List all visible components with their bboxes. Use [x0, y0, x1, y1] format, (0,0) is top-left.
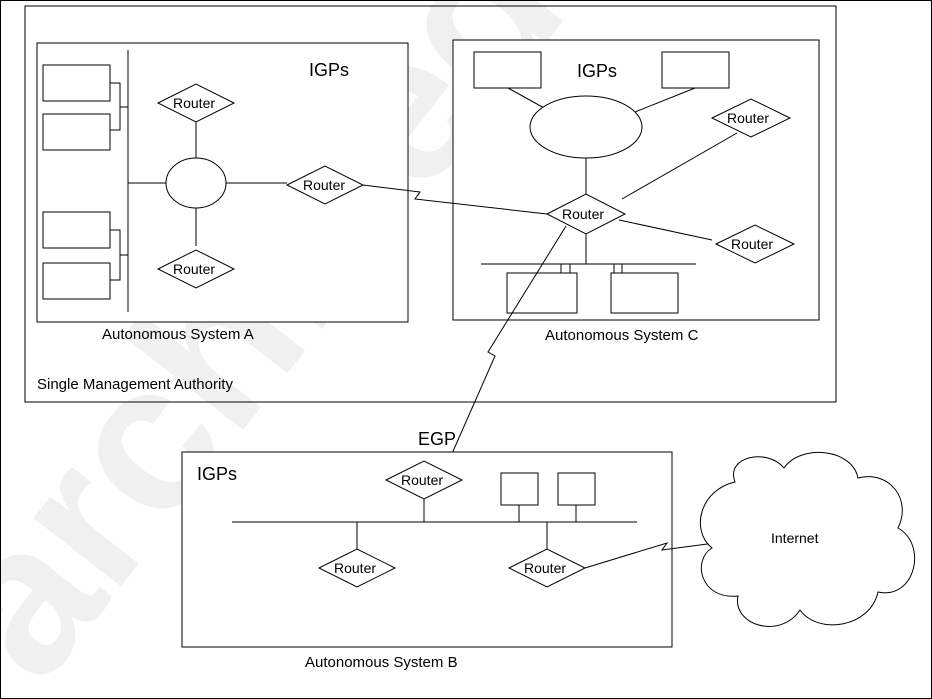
router-label: Router [524, 560, 566, 576]
host-box [42, 262, 111, 300]
management-authority-boundary [24, 5, 837, 403]
router-label: Router [731, 236, 773, 252]
internet-label: Internet [771, 530, 819, 546]
autonomous-system-a: Autonomous System A IGPs Router Router R… [36, 42, 409, 343]
cloud-icon [699, 451, 915, 627]
as-c-igp-label: IGPs [577, 61, 617, 81]
router-node [156, 249, 236, 289]
serial-link-a-to-c [362, 184, 548, 215]
as-a-label: Autonomous System A [102, 326, 254, 343]
as-c-link [618, 219, 713, 241]
as-c-label: Autonomous System C [545, 327, 699, 344]
internet-cloud: Internet [699, 451, 915, 627]
egp-link-b-to-c [442, 225, 567, 475]
router-node [714, 224, 796, 264]
router-node [156, 83, 236, 123]
router-label: Router [334, 560, 376, 576]
router-label: Router [562, 206, 604, 222]
host-box [42, 64, 111, 102]
as-a-igp-label: IGPs [309, 60, 349, 80]
router-label: Router [173, 261, 215, 277]
host-box [506, 272, 578, 314]
host-box [557, 472, 596, 506]
internet-link [584, 542, 716, 569]
management-authority-label: Single Management Authority [37, 376, 233, 393]
autonomous-system-b: Autonomous System B IGPs Router Router R… [181, 451, 673, 671]
as-c-link [629, 87, 696, 115]
autonomous-system-c: Autonomous System C IGPs Router Router R… [452, 39, 820, 344]
router-label: Router [173, 95, 215, 111]
as-a-hub [165, 157, 227, 209]
router-node [384, 460, 464, 500]
as-c-hub [529, 95, 643, 159]
egp-label: EGP [418, 429, 456, 449]
as-b-igp-label: IGPs [197, 464, 237, 484]
router-node [545, 193, 627, 235]
host-box [473, 51, 542, 89]
as-b-label: Autonomous System B [305, 654, 458, 671]
host-box [500, 472, 539, 506]
router-node [710, 98, 792, 138]
host-box [610, 272, 679, 314]
router-label: Router [727, 110, 769, 126]
host-box [42, 211, 111, 249]
host-box [661, 51, 730, 89]
host-box [42, 113, 111, 151]
as-c-link [621, 132, 738, 200]
router-label: Router [401, 472, 443, 488]
router-label: Router [303, 177, 345, 193]
router-node [317, 548, 397, 588]
